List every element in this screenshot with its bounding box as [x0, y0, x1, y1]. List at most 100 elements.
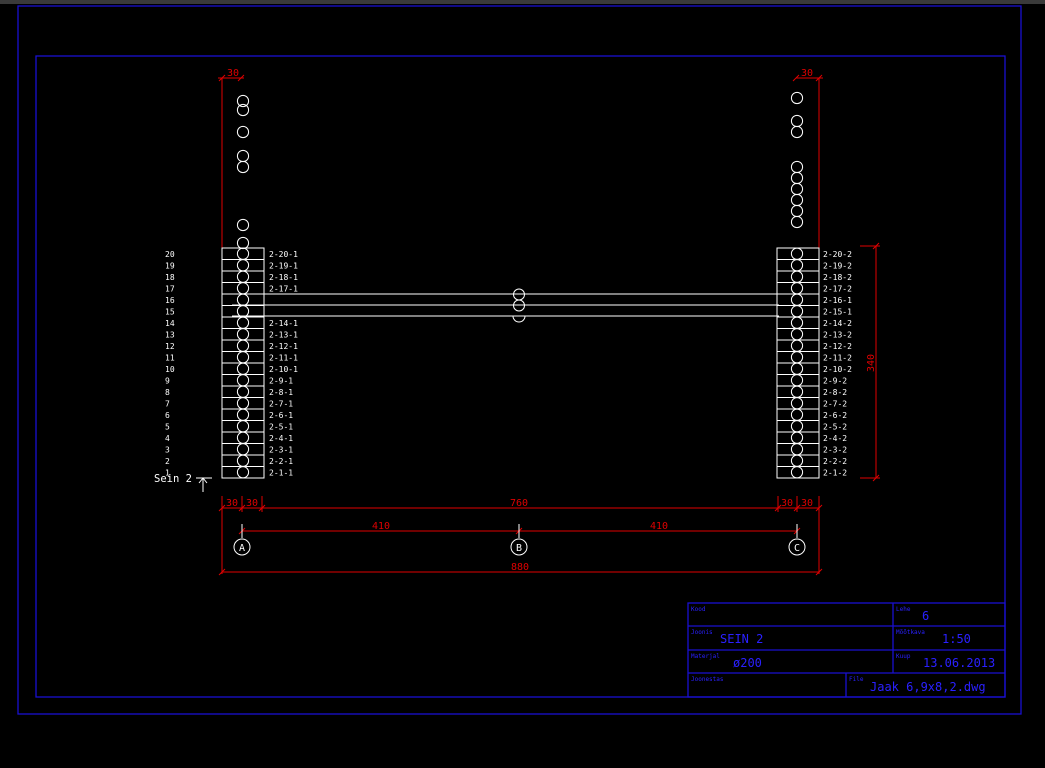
row-number: 9 — [165, 377, 170, 386]
log-circle — [236, 443, 250, 456]
log-circle — [790, 466, 804, 479]
section-label: Sein 2 — [154, 473, 192, 485]
row-number: 19 — [165, 262, 175, 271]
log-label: 2-17-2 — [823, 285, 852, 294]
bottom-dim-b: 30 — [246, 498, 258, 509]
log-circle — [790, 397, 804, 410]
log-circle — [790, 125, 804, 139]
log-circle — [790, 362, 804, 375]
svg-text:C: C — [794, 543, 800, 554]
log-circle — [236, 160, 250, 174]
log-circle — [790, 91, 804, 105]
log-circle — [236, 385, 250, 398]
log-circle — [790, 171, 804, 185]
log-label: 2-12-2 — [823, 342, 852, 351]
row-number: 16 — [165, 296, 175, 305]
log-label: 2-17-1 — [269, 285, 298, 294]
value-fail: Jaak 6,9x8,2.dwg — [870, 680, 986, 694]
row-number: 10 — [165, 365, 175, 374]
log-circle — [236, 328, 250, 341]
log-circle — [236, 259, 250, 272]
log-label: 2-1-1 — [269, 469, 293, 478]
bottom-dim-a: 30 — [226, 498, 238, 509]
log-circle — [790, 420, 804, 433]
log-circle — [790, 160, 804, 174]
row-number: 14 — [165, 319, 175, 328]
log-label: 2-14-2 — [823, 319, 852, 328]
log-label: 2-14-1 — [269, 319, 298, 328]
upper-log-circles — [236, 91, 804, 250]
inner-border — [35, 55, 1006, 698]
row-number: 1 — [165, 469, 170, 478]
log-circle — [790, 316, 804, 329]
vertical-dim-value: 340 — [866, 354, 877, 372]
log-circle — [790, 182, 804, 196]
label-kuup: Kuup — [896, 653, 911, 660]
log-label: 2-5-2 — [823, 423, 847, 432]
row-number: 17 — [165, 285, 175, 294]
log-circle — [790, 259, 804, 272]
row-number: 2 — [165, 457, 170, 466]
log-circle — [236, 374, 250, 387]
log-label: 2-18-2 — [823, 273, 852, 282]
log-circle — [790, 431, 804, 444]
bottom-dim-e: 30 — [801, 498, 813, 509]
section-arrow-icon — [196, 477, 212, 492]
axis-c: C — [788, 538, 806, 556]
span-bc: 410 — [650, 521, 668, 532]
top-dimension-right — [792, 74, 823, 248]
log-circle — [236, 149, 250, 163]
log-label: 2-7-2 — [823, 400, 847, 409]
value-mootkava: 1:50 — [942, 632, 971, 646]
total-length: 880 — [511, 562, 529, 573]
log-label: 2-18-1 — [269, 273, 298, 282]
log-label: 2-9-2 — [823, 377, 847, 386]
log-circle — [236, 103, 250, 117]
label-kood: Kood — [691, 606, 706, 613]
row-number: 15 — [165, 308, 175, 317]
log-label: 2-11-2 — [823, 354, 852, 363]
log-circle — [790, 215, 804, 229]
window-top-bar — [0, 0, 1045, 4]
axis-b: B — [510, 538, 528, 556]
value-joonis: SEIN 2 — [720, 632, 763, 646]
log-circle — [790, 443, 804, 456]
log-circle — [236, 305, 250, 318]
log-label: 2-2-2 — [823, 457, 847, 466]
label-lehe: Lehe — [896, 606, 911, 613]
left-log-labels: 2-20-12-19-12-18-12-17-12-14-12-13-12-12… — [269, 250, 298, 478]
row-number: 7 — [165, 400, 170, 409]
log-circle — [236, 236, 250, 250]
value-lehe: 6 — [922, 609, 929, 623]
title-block-values: 6 SEIN 2 1:50 ø200 13.06.2013 Jaak 6,9x8… — [720, 609, 995, 694]
value-materjal: ø200 — [733, 656, 762, 670]
log-circle — [236, 420, 250, 433]
row-number: 13 — [165, 331, 175, 340]
log-circle — [236, 339, 250, 352]
row-number: 5 — [165, 423, 170, 432]
log-circle — [790, 385, 804, 398]
log-label: 2-3-2 — [823, 446, 847, 455]
row-number: 4 — [165, 434, 170, 443]
axis-lines — [241, 524, 798, 538]
outer-border — [17, 5, 1022, 715]
row-number: 6 — [165, 411, 170, 420]
log-circle — [236, 125, 250, 139]
log-circle — [236, 270, 250, 283]
row-number: 18 — [165, 273, 175, 282]
log-circle — [790, 351, 804, 364]
log-label: 2-4-2 — [823, 434, 847, 443]
log-label: 2-20-2 — [823, 250, 852, 259]
log-label: 2-3-1 — [269, 446, 293, 455]
row-number: 11 — [165, 354, 175, 363]
log-circle — [790, 193, 804, 207]
log-circle — [790, 247, 804, 260]
log-label: 2-13-2 — [823, 331, 852, 340]
label-joonestas: Joonestas — [691, 676, 724, 683]
log-circle — [236, 293, 250, 306]
bottom-dim-d: 30 — [781, 498, 793, 509]
log-label: 2-10-1 — [269, 365, 298, 374]
log-circle — [236, 408, 250, 421]
